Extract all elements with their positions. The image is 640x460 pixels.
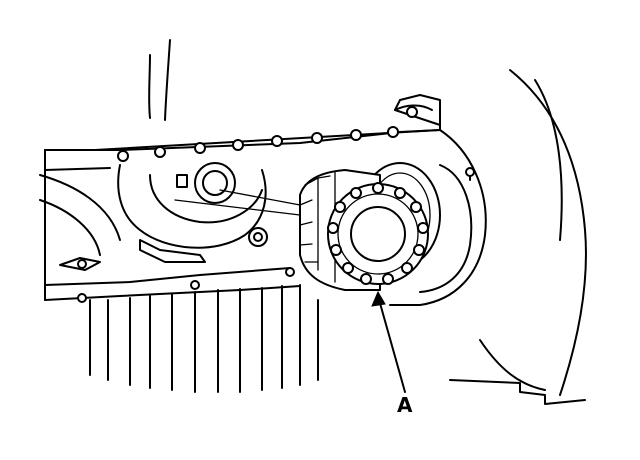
bolt-hole: [194, 142, 206, 154]
bolt-hole: [406, 106, 418, 118]
pan-bolt: [285, 267, 295, 277]
pump-bolt-head: [253, 232, 263, 242]
dowel-pin: [176, 174, 188, 188]
bolt-hole: [271, 135, 283, 147]
housing-bolt: [465, 167, 475, 177]
bolt-hole: [232, 139, 244, 151]
callout-a: A: [371, 290, 413, 417]
bolt-hole: [350, 129, 362, 141]
oil-pan: [77, 267, 319, 393]
bolt-hole: [311, 132, 323, 144]
pan-bolt: [190, 280, 200, 290]
bracket-bolt: [77, 259, 87, 269]
callout-label-a: A: [397, 393, 413, 417]
pan-bolt: [77, 293, 87, 303]
oil-pump-area: [59, 162, 301, 271]
right-housing: [389, 69, 587, 405]
sprocket-hub: [350, 206, 406, 262]
pump-seal-inner: [202, 170, 228, 196]
cover-flange: [94, 94, 441, 162]
callout-arrowhead: [371, 290, 386, 307]
bolt-hole: [117, 150, 129, 162]
bolt-hole: [387, 126, 399, 138]
bolt-hole: [154, 146, 166, 158]
crank-sprocket-a: [299, 169, 429, 291]
